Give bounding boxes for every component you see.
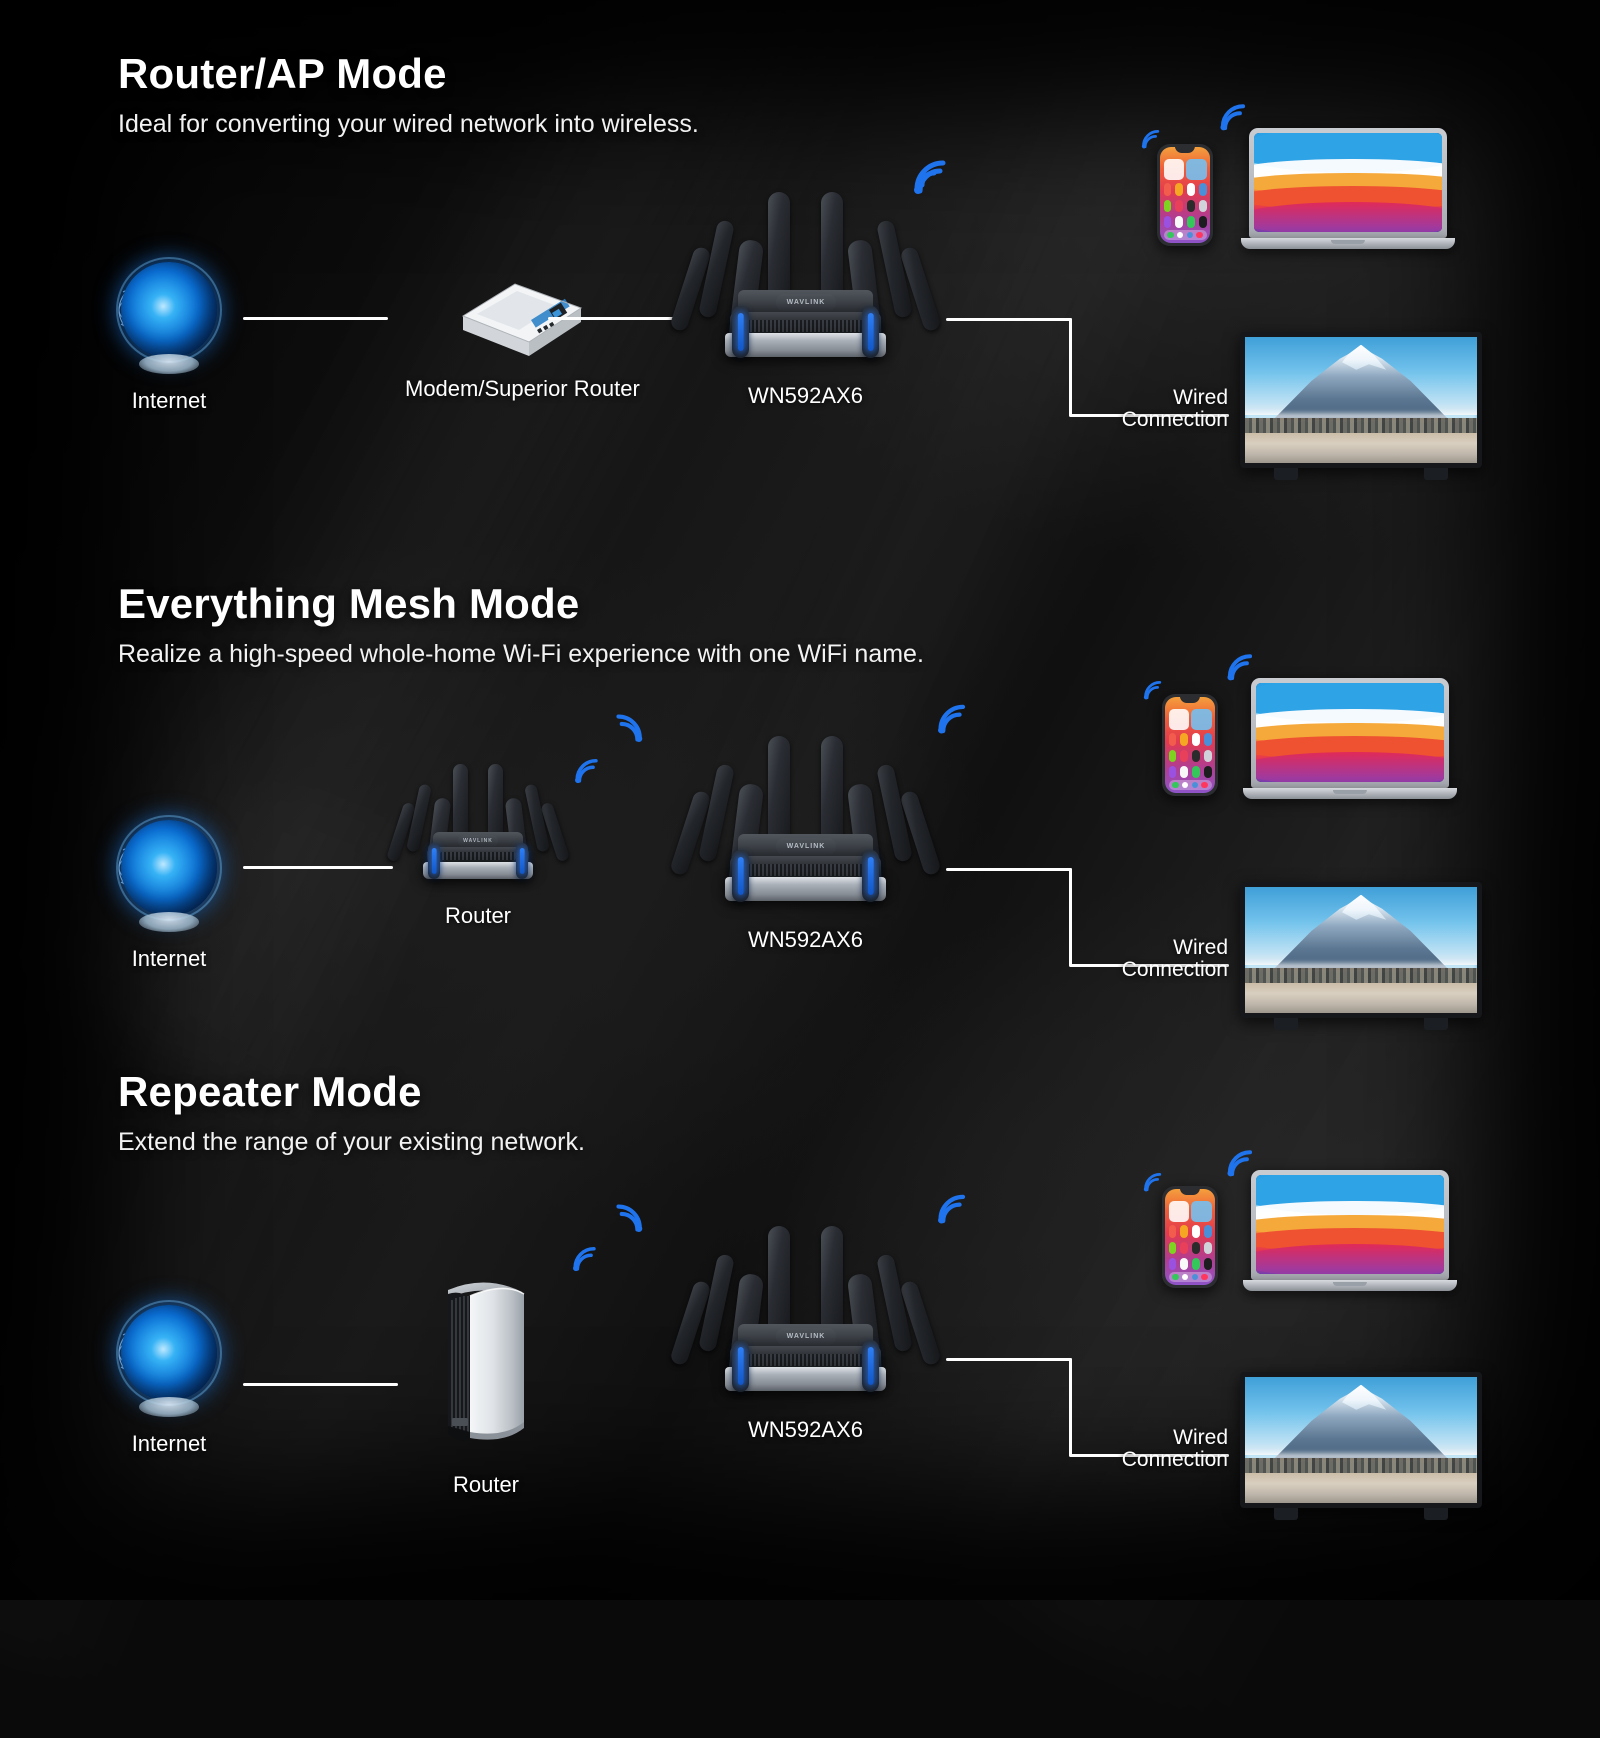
wired-label-line2: Connection xyxy=(1121,408,1228,432)
modem-icon xyxy=(453,268,591,358)
wifi-signal-icon-router-2c xyxy=(932,700,973,742)
smartphone-icon-2 xyxy=(1162,694,1218,796)
television-icon-3 xyxy=(1240,1372,1482,1520)
mesh-router-icon: WAVLINK xyxy=(669,188,942,363)
internet-globe-icon-3 xyxy=(116,1300,222,1423)
wired-label-line1-3: Wired xyxy=(1173,1426,1228,1449)
modem-label-1: Modem/Superior Router xyxy=(405,376,640,401)
internet-label-2: Internet xyxy=(131,946,207,971)
mesh-router-icon-2b: WAVLINK xyxy=(669,732,942,907)
mesh-router-icon-3: WAVLINK xyxy=(669,1222,942,1397)
laptop-icon-1 xyxy=(1241,128,1455,250)
wifi-signal-icon-router-2a xyxy=(570,755,605,790)
section-2-subtitle: Realize a high-speed whole-home Wi-Fi ex… xyxy=(118,640,924,668)
infographic-page: Router/AP Mode Ideal for converting your… xyxy=(0,0,1600,1600)
internet-globe-icon xyxy=(116,257,222,380)
node-router-2: WAVLINK Router xyxy=(386,758,570,929)
wifi-signal-icon-router-2b xyxy=(609,710,648,750)
router-brand-logo: WAVLINK xyxy=(786,299,826,306)
node-wn592ax6-3: WAVLINK WN592AX6 xyxy=(669,1222,942,1443)
wired-link-top-3 xyxy=(946,1358,1072,1361)
smartphone-icon-1 xyxy=(1157,144,1213,246)
wired-label-line2-2: Connection xyxy=(1121,958,1228,982)
section-2-title: Everything Mesh Mode xyxy=(118,580,580,627)
wired-connection-label-3: Wired Connection xyxy=(1040,1426,1228,1472)
internet-globe-icon-2 xyxy=(116,815,222,938)
node-router-3: Router xyxy=(432,1268,540,1498)
wifi-signal-icon-router-3a xyxy=(568,1243,603,1278)
wired-connection-label-1: Wired Connection xyxy=(1040,386,1228,432)
node-internet-1: Internet xyxy=(116,257,222,414)
wifi-signal-icon-router-3c xyxy=(932,1190,973,1232)
link-internet-router-3 xyxy=(243,1383,398,1386)
wn592ax6-label-2: WN592AX6 xyxy=(748,927,863,952)
node-internet-2: Internet xyxy=(116,815,222,972)
wired-label-line2-3: Connection xyxy=(1121,1448,1228,1472)
wn592ax6-label-3: WN592AX6 xyxy=(748,1417,863,1442)
laptop-icon-3 xyxy=(1243,1170,1457,1292)
television-icon-2 xyxy=(1240,882,1482,1030)
wifi-signal-icon-laptop-1 xyxy=(1215,100,1252,138)
wired-connection-label-2: Wired Connection xyxy=(1040,936,1228,982)
television-icon-1 xyxy=(1240,332,1482,480)
link-modem-router-1 xyxy=(548,317,688,320)
link-internet-modem-1 xyxy=(243,317,388,320)
laptop-icon-2 xyxy=(1243,678,1457,800)
section-2-heading-group: Everything Mesh Mode Realize a high-spee… xyxy=(118,580,924,669)
router-label-3: Router xyxy=(452,1472,520,1497)
router-label-2: Router xyxy=(444,903,512,928)
mesh-router-icon-2: WAVLINK xyxy=(386,758,570,883)
internet-label-1: Internet xyxy=(131,388,207,413)
section-1-heading-group: Router/AP Mode Ideal for converting your… xyxy=(118,50,699,139)
wifi-signal-icon-router-3b xyxy=(609,1200,648,1240)
node-wn592ax6-2: WAVLINK WN592AX6 xyxy=(669,732,942,953)
node-wn592ax6-1: WAVLINK WN592AX6 xyxy=(669,188,942,409)
section-3-heading-group: Repeater Mode Extend the range of your e… xyxy=(118,1068,585,1157)
section-1-title: Router/AP Mode xyxy=(118,50,447,97)
wired-link-top-2 xyxy=(946,868,1072,871)
node-modem-1: Modem/Superior Router xyxy=(405,268,640,402)
link-internet-router-2 xyxy=(243,866,393,869)
section-1-subtitle: Ideal for converting your wired network … xyxy=(118,110,699,138)
wired-label-line1-2: Wired xyxy=(1173,936,1228,959)
wn592ax6-label-1: WN592AX6 xyxy=(748,383,863,408)
smartphone-icon-3 xyxy=(1162,1186,1218,1288)
wired-label-line1: Wired xyxy=(1173,386,1228,409)
section-3-subtitle: Extend the range of your existing networ… xyxy=(118,1128,585,1156)
internet-label-3: Internet xyxy=(131,1431,207,1456)
node-internet-3: Internet xyxy=(116,1300,222,1457)
vertical-router-icon xyxy=(432,1268,540,1450)
wired-link-top-1 xyxy=(946,318,1072,321)
section-3-title: Repeater Mode xyxy=(118,1068,422,1115)
